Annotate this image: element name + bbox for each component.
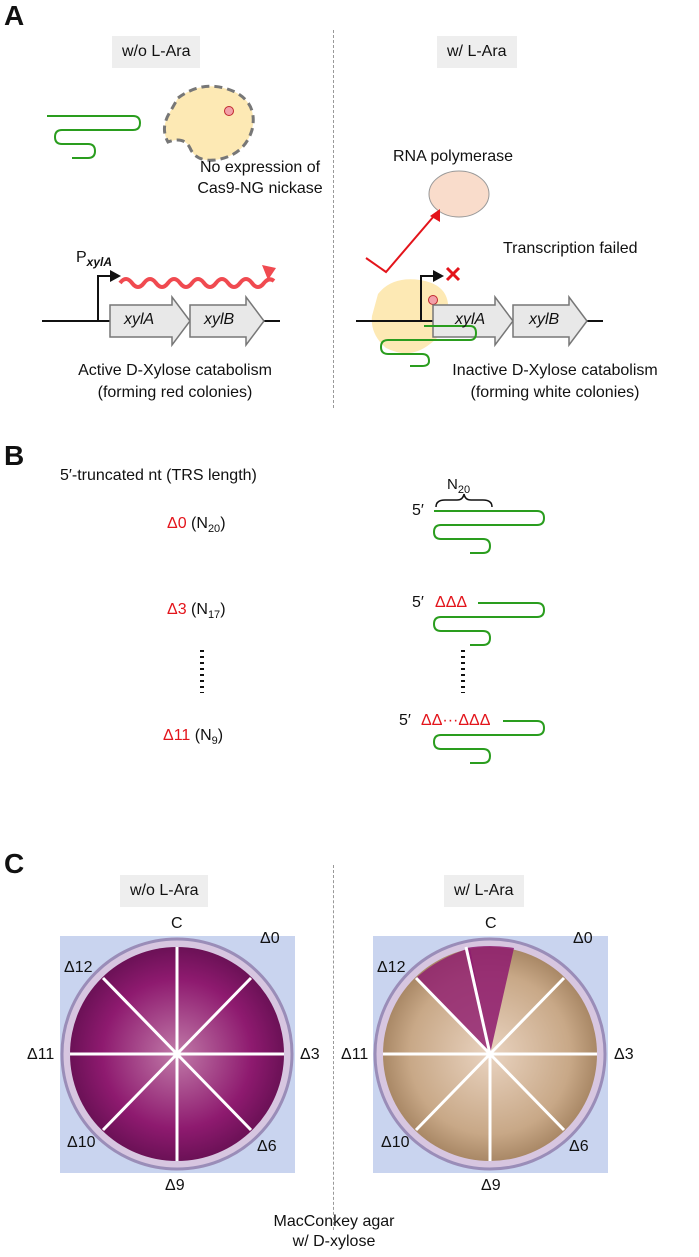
- n20-brace-label: N20: [447, 476, 470, 496]
- panel-a-right-header: w/ L-Ara: [437, 36, 517, 68]
- right-caption-line2: (forming white colonies): [470, 384, 640, 401]
- row3-deltas: ΔΔ···ΔΔΔ: [421, 712, 491, 729]
- mrna-wave: [118, 277, 276, 289]
- gene-xyla-left: [109, 294, 191, 348]
- n17-sub: 17: [207, 609, 221, 622]
- no-expression-line1: No expression of: [199, 159, 321, 176]
- gene-xylb-right: [512, 294, 588, 348]
- gene2-label-left: xylB: [204, 311, 235, 328]
- promoter-subscript: xylA: [86, 255, 113, 270]
- n9-sub: 9: [211, 735, 218, 748]
- sgrna-bound: [379, 325, 478, 367]
- n20-brace-sub: 20: [457, 484, 471, 496]
- panel-b-graphics: [200, 493, 546, 764]
- n20-brace: [435, 493, 493, 508]
- delta0-label: Δ0: [167, 515, 187, 532]
- row-delta11: Δ11 (N9): [163, 727, 224, 748]
- right-plate-label-d6: Δ6: [569, 1138, 589, 1155]
- panel-a-graphics: [42, 84, 603, 367]
- caption-line1: MacConkey agar: [273, 1213, 395, 1230]
- right-plate-label-d9: Δ9: [481, 1177, 501, 1194]
- left-plate-label-d10: Δ10: [67, 1134, 96, 1151]
- panel-b-letter: B: [4, 440, 25, 471]
- left-plate-label-d12: Δ12: [64, 959, 93, 976]
- left-caption: Active D-Xylose catabolism (forming red …: [58, 360, 292, 404]
- promoter-label: PxylA: [76, 249, 112, 269]
- cas9-nick-site-left: [224, 106, 234, 116]
- polymerase-deflect-arrow: [365, 215, 435, 274]
- panel-b-header: 5′-truncated nt (TRS length): [60, 467, 257, 484]
- prime-row2: 5′: [412, 594, 424, 611]
- panel-a-left-header: w/o L-Ara: [112, 36, 201, 68]
- left-plate-label-d11: Δ11: [27, 1046, 55, 1063]
- left-plate-label-d9: Δ9: [165, 1177, 185, 1194]
- rna-polymerase-label: RNA polymerase: [393, 148, 514, 165]
- plate-right-dividers: [383, 946, 597, 1161]
- n20-main: N: [196, 515, 208, 532]
- right-plate-label-d12: Δ12: [377, 959, 406, 976]
- panel-c-letter: C: [4, 848, 25, 879]
- sgrna-delta11: [432, 720, 546, 764]
- delta3-label: Δ3: [167, 601, 187, 618]
- colony-c-sector: [466, 946, 514, 1054]
- panel-c-caption: MacConkey agar w/ D-xylose: [234, 1212, 434, 1252]
- left-plate-label-d3: Δ3: [300, 1046, 320, 1063]
- prime-row1: 5′: [412, 502, 424, 519]
- n20-brace-main: N: [447, 476, 458, 493]
- rna-polymerase: [428, 170, 490, 218]
- panel-c-divider: [333, 865, 334, 1230]
- delta11-label: Δ11: [163, 727, 191, 744]
- panel-c-right-header: w/ L-Ara: [444, 875, 524, 907]
- right-caption: Inactive D-Xylose catabolism (forming wh…: [432, 360, 678, 404]
- transcription-failed-label: Transcription failed: [503, 240, 638, 257]
- sgrna-delta3: [432, 602, 546, 646]
- right-plate-label-d0: Δ0: [573, 930, 593, 947]
- n17-main: N: [196, 601, 208, 618]
- promoter-arrow-right: [420, 275, 433, 321]
- promoter-p: P: [76, 249, 87, 266]
- gene1-label-right: xylA: [455, 311, 486, 328]
- gene-xylb-left: [189, 294, 265, 348]
- right-plate-label-d11: Δ11: [341, 1046, 369, 1063]
- promoter-arrow-left: [97, 275, 110, 321]
- row-delta3: Δ3 (N17): [167, 601, 226, 622]
- left-plate-label-c: C: [171, 915, 183, 932]
- sgrna-left: [47, 115, 142, 159]
- no-expression-line2: Cas9-NG nickase: [197, 180, 323, 197]
- sgrna-delta0: [432, 510, 546, 554]
- n9-main: N: [200, 727, 212, 744]
- right-plate-label-d3: Δ3: [614, 1046, 634, 1063]
- left-plate-label-d0: Δ0: [260, 930, 280, 947]
- right-plate-label-c: C: [485, 915, 497, 932]
- panel-a-divider: [333, 30, 334, 408]
- gene-xyla-right: [432, 294, 514, 348]
- left-plate-label-d6: Δ6: [257, 1138, 277, 1155]
- caption-line2: w/ D-xylose: [292, 1233, 376, 1250]
- right-caption-line1: Inactive D-Xylose catabolism: [452, 362, 658, 379]
- right-plate-label-d10: Δ10: [381, 1134, 410, 1151]
- gene2-label-right: xylB: [529, 311, 560, 328]
- n20-sub: 20: [207, 523, 221, 536]
- left-caption-line1: Active D-Xylose catabolism: [78, 362, 272, 379]
- cas9-blob-inactive: [163, 84, 255, 162]
- left-caption-line2: (forming red colonies): [97, 384, 253, 401]
- panel-c-left-header: w/o L-Ara: [120, 875, 209, 907]
- no-expression-caption: No expression of Cas9-NG nickase: [170, 157, 350, 199]
- row2-deltas: ΔΔΔ: [435, 594, 468, 611]
- prime-row3: 5′: [399, 712, 411, 729]
- row-delta0: Δ0 (N20): [167, 515, 226, 536]
- gene1-label-left: xylA: [124, 311, 155, 328]
- plate-left-dividers: [70, 947, 284, 1161]
- panel-a-letter: A: [4, 0, 25, 31]
